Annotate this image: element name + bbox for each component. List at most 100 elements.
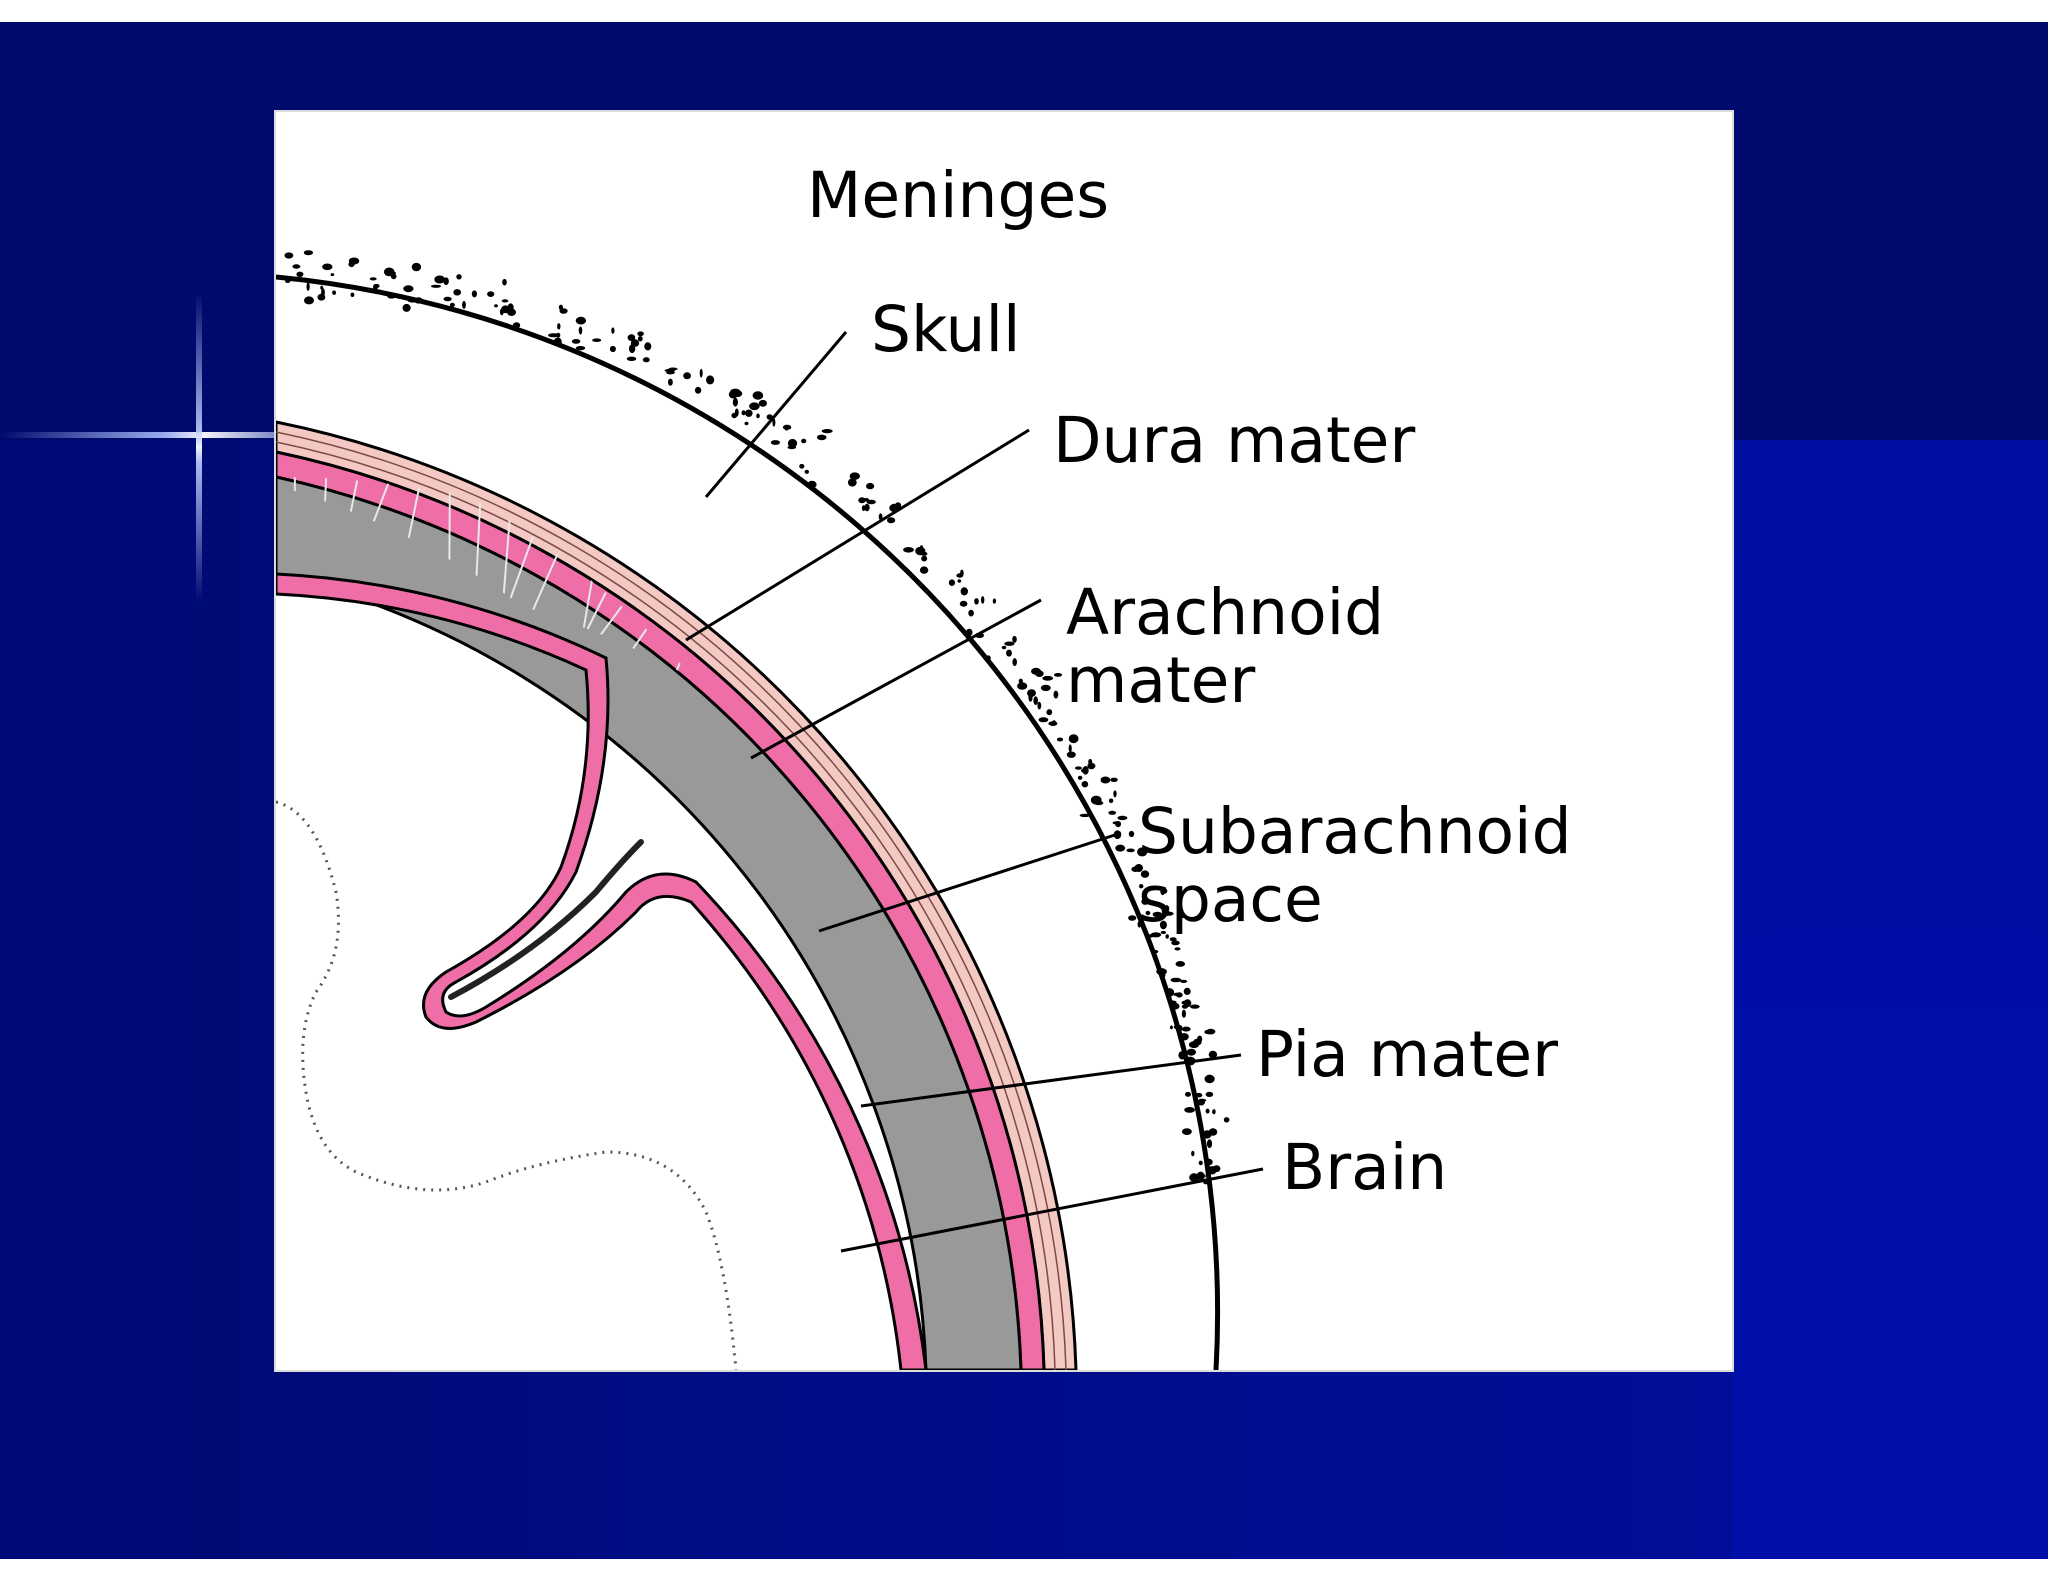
brain-label: Brain: [1282, 1134, 1447, 1202]
dura-mater-label: Dura mater: [1053, 407, 1415, 475]
bone-speckle: [960, 601, 968, 607]
bone-speckle: [745, 410, 753, 417]
bone-speckle: [548, 333, 559, 337]
bone-speckle: [391, 274, 397, 280]
bone-speckle: [993, 598, 996, 603]
slide-left-band: [0, 440, 196, 1559]
trabecula-strand: [1033, 973, 1108, 1031]
bone-speckle: [1160, 972, 1166, 978]
bone-speckle: [742, 410, 746, 415]
bone-speckle: [903, 547, 914, 553]
bone-speckle: [668, 379, 673, 386]
bone-speckle: [403, 285, 413, 292]
bone-speckle: [414, 297, 422, 303]
bone-speckle: [508, 303, 514, 311]
bone-speckle: [1197, 1099, 1205, 1106]
trabecula-strand: [995, 893, 1059, 965]
bone-speckle: [817, 435, 827, 441]
bone-speckle: [637, 331, 644, 336]
bone-speckle: [610, 346, 616, 352]
bone-speckle: [387, 294, 395, 298]
bone-speckle: [700, 369, 703, 378]
bone-speckle: [1128, 915, 1136, 921]
bone-speckle: [494, 304, 498, 307]
bone-speckle: [974, 598, 979, 604]
bone-speckle: [487, 291, 494, 297]
bone-speckle: [949, 579, 955, 586]
bone-speckle: [1184, 988, 1191, 995]
bone-speckle: [1027, 689, 1036, 697]
diagram-title: Meninges: [807, 162, 1109, 230]
bone-speckle: [1080, 814, 1091, 817]
bone-speckle: [453, 289, 461, 295]
subarachnoid-label-line-2: space: [1138, 866, 1572, 934]
bone-speckle: [850, 472, 860, 479]
bone-speckle: [450, 303, 455, 307]
bone-speckle: [1052, 720, 1055, 724]
bone-speckle: [627, 357, 637, 361]
bone-speckle: [1006, 650, 1012, 657]
bone-speckle: [1170, 1026, 1173, 1030]
bone-speckle: [1165, 988, 1174, 997]
bone-speckle: [1078, 776, 1083, 780]
pia-mater-label: Pia mater: [1256, 1021, 1558, 1089]
bone-speckle: [1178, 1051, 1186, 1060]
bone-speckle: [351, 293, 355, 297]
bone-speckle: [1126, 849, 1134, 853]
bone-speckle: [1187, 1049, 1196, 1056]
bone-speckle: [1170, 1003, 1179, 1010]
bone-speckle: [1191, 1151, 1194, 1157]
bone-speckle: [960, 570, 964, 577]
bone-speckle: [1042, 676, 1053, 681]
bone-speckle: [572, 339, 581, 344]
bone-speckle: [1017, 682, 1027, 690]
bone-speckle: [1087, 763, 1095, 769]
bone-speckle: [1108, 811, 1116, 815]
bone-speckle: [756, 414, 760, 419]
bone-speckle: [1206, 1109, 1210, 1114]
bone-speckle: [745, 422, 749, 425]
bone-speckle: [1206, 1092, 1214, 1097]
bone-speckle: [771, 440, 780, 445]
bone-speckle: [1180, 1033, 1189, 1040]
bone-speckle: [1171, 978, 1182, 983]
bone-speckle: [592, 338, 601, 342]
bone-speckle: [1083, 766, 1089, 775]
trabecula-strand: [929, 795, 983, 875]
bone-speckle: [1169, 1001, 1177, 1004]
trabecula-strand: [1120, 1267, 1209, 1304]
bone-speckle: [920, 545, 924, 552]
bone-speckle: [1094, 801, 1103, 805]
bone-speckle: [629, 344, 635, 353]
bone-speckle: [1208, 1075, 1212, 1082]
bone-speckle: [1129, 831, 1134, 837]
trabecula-strand: [1094, 1146, 1180, 1183]
bone-speckle: [749, 402, 760, 410]
bone-speckle: [628, 334, 636, 341]
bone-speckle: [1033, 696, 1038, 705]
bone-speckle: [867, 500, 876, 505]
bone-speckle: [1004, 642, 1014, 646]
trabecula-strand: [1104, 1206, 1196, 1221]
bone-speckle: [1207, 1139, 1212, 1148]
bone-speckle: [887, 517, 895, 523]
bone-speckle: [434, 276, 445, 284]
bone-speckle: [822, 429, 833, 433]
bone-speckle: [502, 279, 507, 286]
bone-speckle: [1193, 1039, 1202, 1046]
bone-speckle: [1002, 646, 1007, 650]
sparkle-decoration-horizontal: [0, 432, 300, 438]
trabecula-strand: [1123, 1298, 1213, 1325]
bone-speckle: [1115, 845, 1125, 852]
bone-speckle: [403, 304, 411, 312]
bone-speckle: [1039, 717, 1049, 722]
bone-speckle: [1180, 980, 1187, 983]
bone-speckle: [1019, 679, 1023, 684]
bone-speckle: [304, 250, 313, 255]
bone-speckle: [322, 264, 332, 271]
bone-speckle: [611, 327, 614, 333]
bone-speckle: [1101, 777, 1111, 784]
bone-speckle: [1176, 961, 1186, 967]
skull-leader-line: [706, 332, 846, 497]
bone-speckle: [444, 297, 452, 302]
